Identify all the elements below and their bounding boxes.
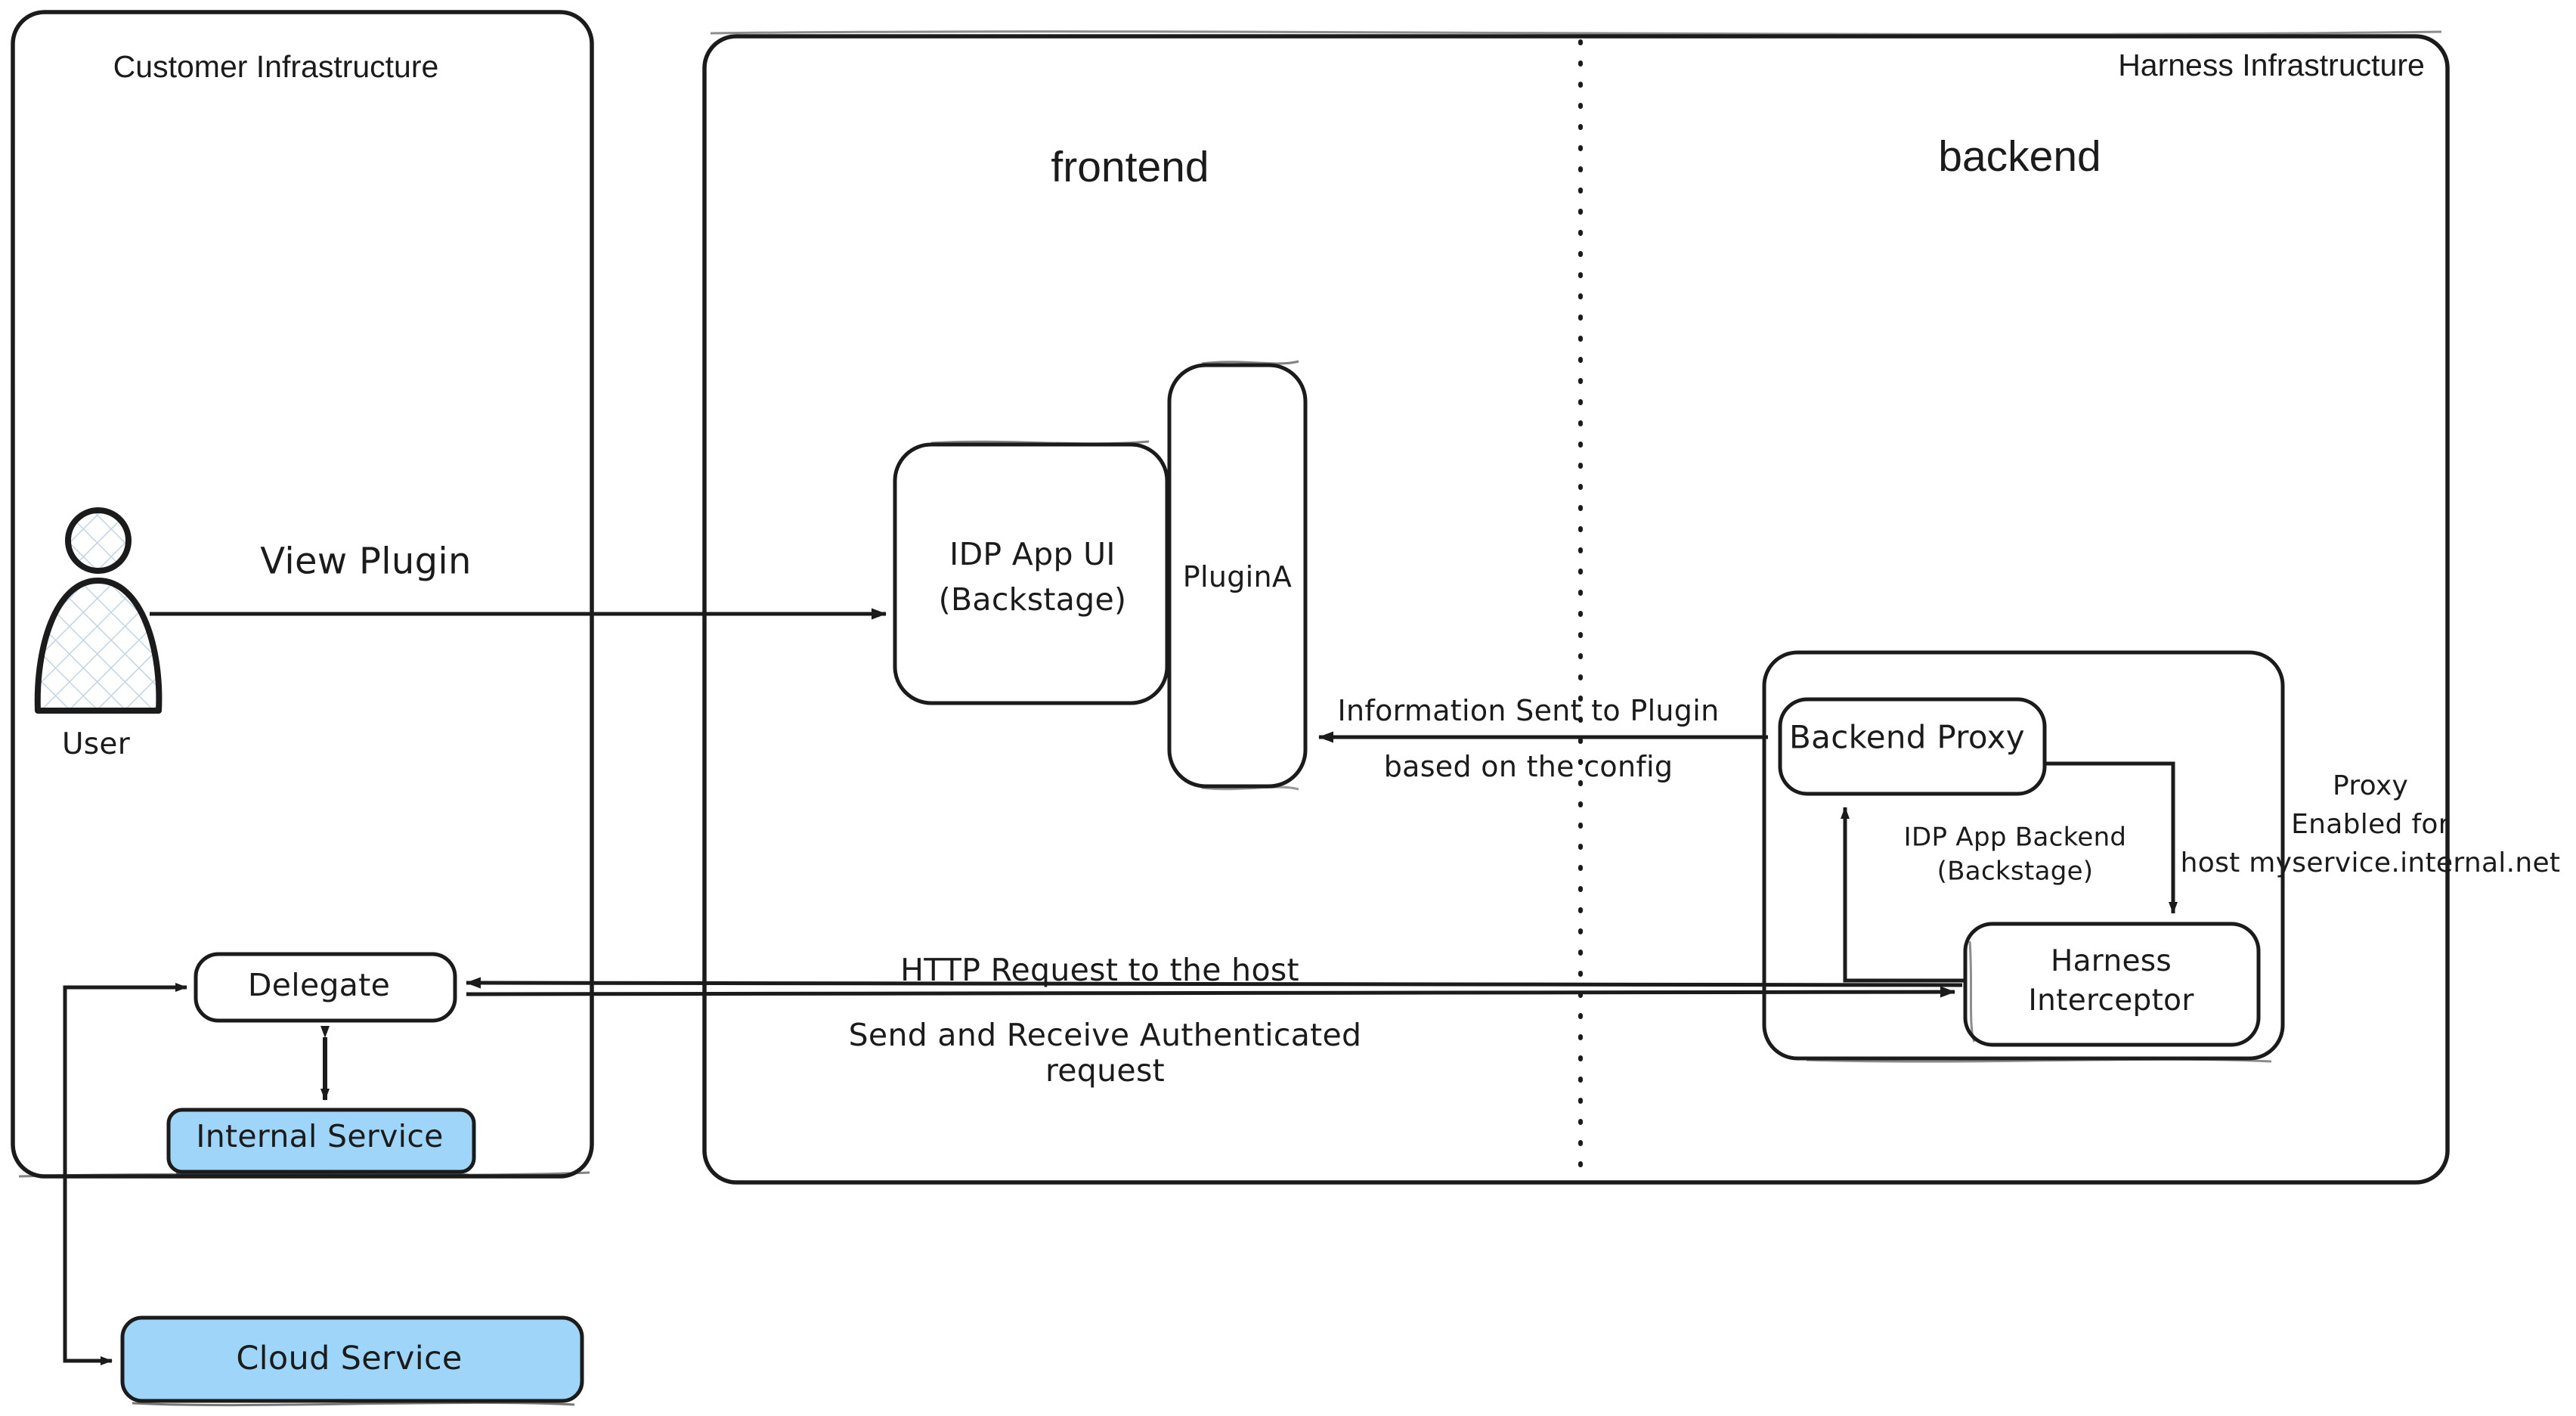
plugin-a-box[interactable] <box>1167 360 1308 791</box>
idp-app-backend-container <box>1762 650 2285 1063</box>
edge-proxy-to-interceptor <box>2045 761 2178 914</box>
idp-app-ui-box[interactable] <box>893 440 1169 705</box>
edge-interceptor-to-proxy <box>1841 807 1965 983</box>
internal-service-box[interactable] <box>166 1108 476 1176</box>
cloud-service-box[interactable] <box>120 1315 584 1407</box>
user-actor-icon <box>34 507 163 714</box>
edge-http-request-to-host <box>466 977 1963 989</box>
delegate-box[interactable] <box>194 952 457 1023</box>
edge-send-receive-authenticated <box>466 986 1955 998</box>
backend-proxy-box[interactable] <box>1778 697 2047 796</box>
harness-interceptor-box[interactable] <box>1963 922 2261 1047</box>
harness-infrastructure-container <box>702 30 2450 1185</box>
